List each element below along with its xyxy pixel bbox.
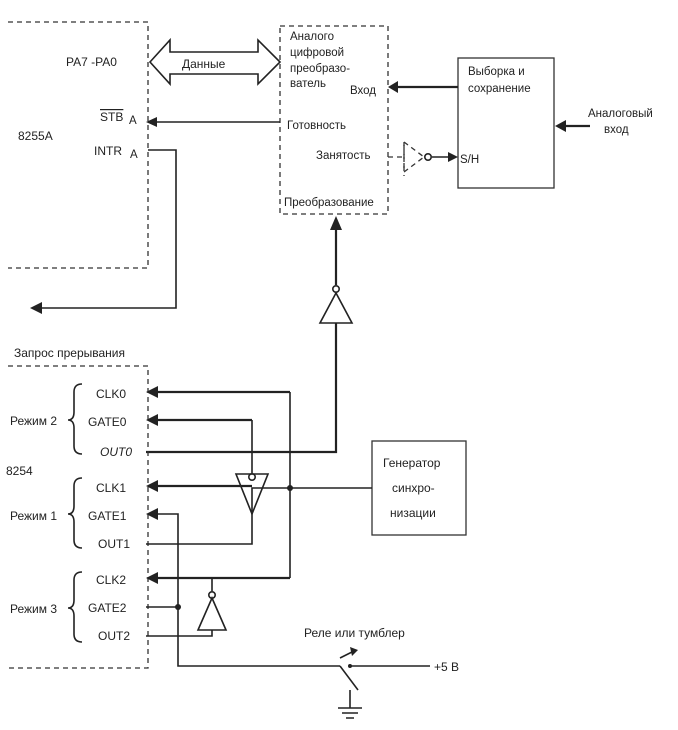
convert-inverter xyxy=(146,216,354,454)
analog-input: Аналоговый вход xyxy=(555,108,653,136)
clk1-inverter xyxy=(146,414,290,517)
clock-gen-line-2: синхро- xyxy=(392,481,435,495)
stb-label: STB xyxy=(100,110,123,124)
mode-brace-0 xyxy=(67,383,83,455)
out2-inverter xyxy=(146,578,228,637)
busy-inverter xyxy=(388,140,458,176)
sh-to-adc-arrowhead xyxy=(388,81,398,93)
sample-hold-sh-label: S/H xyxy=(460,154,479,166)
intr-subscript: A xyxy=(130,149,138,161)
out1-line xyxy=(146,514,253,545)
clock-gen-line-3: низации xyxy=(390,506,436,520)
mode-label-2: Режим 3 xyxy=(10,602,57,616)
sample-hold-title-line-2: сохранение xyxy=(468,83,531,95)
adc-title-line-3: преобразо- xyxy=(290,63,350,75)
interrupt-request-label: Запрос прерывания xyxy=(14,346,125,360)
adc-title-line-1: Аналого xyxy=(290,31,334,43)
adc-title-line-4: ватель xyxy=(290,78,326,90)
clock-generator-block: Генератор синхро- низации xyxy=(371,440,467,536)
adc-block: Аналого цифровой преобразо- ватель Вход … xyxy=(279,25,389,215)
pin-clk0: CLK0 xyxy=(96,387,126,401)
adc-ready-label: Готовность xyxy=(287,120,346,132)
adc-convert-label: Преобразование xyxy=(284,197,374,209)
pin-clk2: CLK2 xyxy=(96,573,126,587)
adc-input-label: Вход xyxy=(350,85,376,97)
pin-out1: OUT1 xyxy=(98,537,130,551)
intr-label: INTR xyxy=(94,144,122,158)
ready-to-stb-arrowhead xyxy=(146,117,157,127)
clk2-arrowhead xyxy=(146,572,158,584)
intr-line xyxy=(40,149,177,309)
sample-hold-title-line-1: Выборка и xyxy=(468,66,525,78)
port-pa-label: PA7 -PA0 xyxy=(66,55,117,69)
data-bus-label: Данные xyxy=(182,57,226,71)
data-bus-arrow: Данные xyxy=(148,37,282,87)
mode-brace-2 xyxy=(67,571,83,643)
pin-gate1: GATE1 xyxy=(88,509,127,523)
pin-gate0: GATE0 xyxy=(88,415,127,429)
pin-out2: OUT2 xyxy=(98,629,130,643)
mode-brace-1 xyxy=(67,477,83,549)
pin-gate2: GATE2 xyxy=(88,601,127,615)
relay-label: Реле или тумблер xyxy=(304,626,405,640)
gate-relay-line xyxy=(156,513,340,667)
clock-gen-line-1: Генератор xyxy=(383,456,441,470)
mode-label-0: Режим 2 xyxy=(10,414,57,428)
chip-8255a: 8255A PA7 -PA0 STB A INTR A xyxy=(8,21,149,269)
pin-out0: OUT0 xyxy=(100,445,132,459)
relay-switch: Реле или тумблер +5 В xyxy=(304,626,459,719)
adc-busy-label: Занятость xyxy=(316,150,370,162)
adc-title-line-2: цифровой xyxy=(290,47,344,59)
mode-label-1: Режим 1 xyxy=(10,509,57,523)
ground-icon xyxy=(338,707,362,719)
chip-8254: 8254 Режим 2 Режим 1 Режим 3 CLK0 GATE0 … xyxy=(6,365,149,669)
clk1-arrowhead xyxy=(146,480,158,492)
stb-subscript: A xyxy=(129,115,137,127)
supply-label: +5 В xyxy=(434,660,459,674)
chip-8254-label: 8254 xyxy=(6,464,33,478)
intr-arrowhead xyxy=(30,302,42,314)
clk0-arrowhead xyxy=(146,386,158,398)
gate1-arrowhead xyxy=(146,508,158,520)
chip-8255a-label: 8255A xyxy=(18,129,53,143)
relay-arrow-shaft xyxy=(339,651,353,659)
analog-input-line-1: Аналоговый xyxy=(588,108,653,120)
pin-clk1: CLK1 xyxy=(96,481,126,495)
analog-input-line-2: вход xyxy=(604,124,629,136)
sample-hold-block: Выборка и сохранение S/H xyxy=(457,57,555,189)
